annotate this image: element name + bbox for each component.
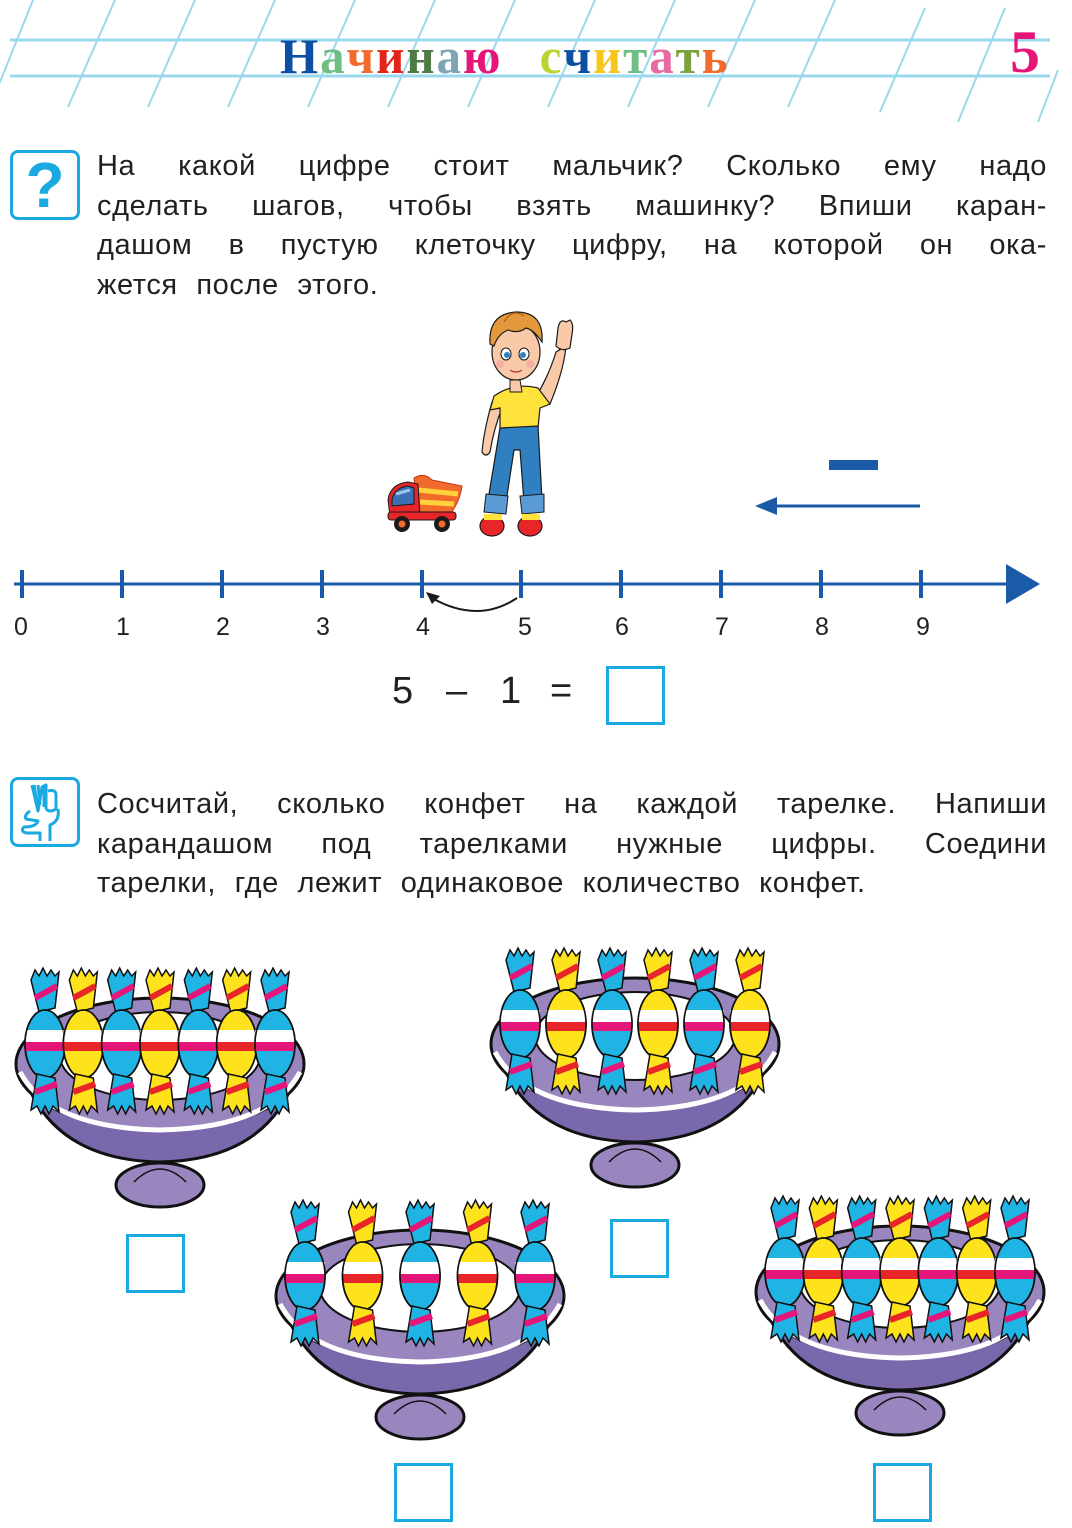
question-mark-icon: ? <box>10 150 80 220</box>
candy-icon <box>637 946 679 1096</box>
task1-line: жется после этого. <box>97 268 379 301</box>
task1-line: дашом в пустую клеточку цифру, на которо… <box>97 229 1047 261</box>
title-letter: ч <box>563 28 593 84</box>
toy-dump-truck-illustration <box>387 474 463 532</box>
candy-bowl <box>754 1194 1046 1437</box>
candy-icon <box>284 1198 326 1348</box>
candy-icon <box>399 1198 441 1348</box>
title-letter: а <box>320 28 347 84</box>
candy-icon <box>100 966 143 1116</box>
title-letter: а <box>649 28 676 84</box>
task2-line: карандашом под тарелками нужные цифры. С… <box>97 827 1047 860</box>
candy-icon <box>177 966 220 1116</box>
title-letter: а <box>436 28 463 84</box>
candy-icon <box>840 1194 883 1344</box>
title-letter: ь <box>701 28 730 84</box>
tick-label: 2 <box>216 613 230 641</box>
candy-icon <box>499 946 541 1096</box>
candy-icon <box>879 1194 921 1344</box>
tick-label: 3 <box>316 613 330 641</box>
title-letter: т <box>623 28 650 84</box>
title-letter: т <box>675 28 702 84</box>
equation-operand-b: 1 <box>500 670 522 712</box>
title-letter: и <box>592 28 624 84</box>
candy-icon <box>729 946 771 1096</box>
candy-bowl <box>14 966 306 1209</box>
candy-icon <box>215 966 258 1116</box>
hand-two-fingers-icon <box>10 777 80 847</box>
equation-answer-box[interactable] <box>606 666 665 725</box>
bowl-answer-box[interactable] <box>873 1463 932 1522</box>
tick-label: 9 <box>916 613 930 641</box>
tick-label: 6 <box>615 613 629 641</box>
candy-icon <box>24 966 66 1116</box>
candy-icon <box>683 946 725 1096</box>
page-number: 5 <box>1010 19 1040 85</box>
candy-icon <box>955 1194 998 1344</box>
title-letter: ч <box>346 28 377 84</box>
equation-equals: = <box>550 670 573 712</box>
title-letter: ю <box>462 28 503 84</box>
header-grid-lines <box>0 0 1059 123</box>
bowl-answer-box[interactable] <box>126 1234 185 1293</box>
tick-label: 5 <box>518 613 532 641</box>
title-letter: с <box>539 28 564 84</box>
task2-instructions: Сосчитай, сколько конфет на каждой тарел… <box>97 785 1047 904</box>
equation-operator: – <box>446 670 468 712</box>
left-arrow-icon <box>755 497 920 515</box>
candy-icon <box>802 1194 845 1344</box>
title-letter: Н <box>280 28 321 84</box>
task1-line: На какой цифре стоит мальчик? Сколько ем… <box>97 150 1047 182</box>
candy-icon <box>62 966 105 1116</box>
question-mark-glyph: ? <box>25 149 65 221</box>
task1-line: сделать шагов, чтобы взять машинку? Впиш… <box>97 189 1047 222</box>
candy-icon <box>545 946 587 1096</box>
candy-icon <box>994 1194 1036 1344</box>
task2-line: тарелки, где лежит одинаковое количество… <box>97 867 866 899</box>
bowl-answer-box[interactable] <box>394 1463 453 1522</box>
tick-label: 8 <box>815 613 829 641</box>
candy-icon <box>591 946 633 1096</box>
task1-instructions: На какой цифре стоит мальчик? Сколько ем… <box>97 147 1047 305</box>
tick-label: 7 <box>715 613 729 641</box>
title-letter: и <box>376 28 407 84</box>
candy-icon <box>917 1194 960 1344</box>
equation-operand-a: 5 <box>392 670 414 712</box>
candy-icon <box>456 1198 499 1348</box>
candy-icon <box>514 1198 556 1348</box>
boy-waving-illustration <box>479 311 574 537</box>
tick-label: 0 <box>14 613 28 641</box>
minus-sign-icon <box>829 460 878 470</box>
title-letter: н <box>406 28 437 84</box>
candy-bowl <box>274 1198 566 1441</box>
bowl-answer-box[interactable] <box>610 1219 669 1278</box>
tick-label: 1 <box>116 613 130 641</box>
candy-icon <box>341 1198 384 1348</box>
candy-icon <box>139 966 181 1116</box>
tick-label: 4 <box>416 613 430 641</box>
number-line <box>14 564 1040 612</box>
candy-icon <box>254 966 296 1116</box>
candy-bowl <box>489 946 781 1189</box>
task2-line: Сосчитай, сколько конфет на каждой тарел… <box>97 788 1047 820</box>
